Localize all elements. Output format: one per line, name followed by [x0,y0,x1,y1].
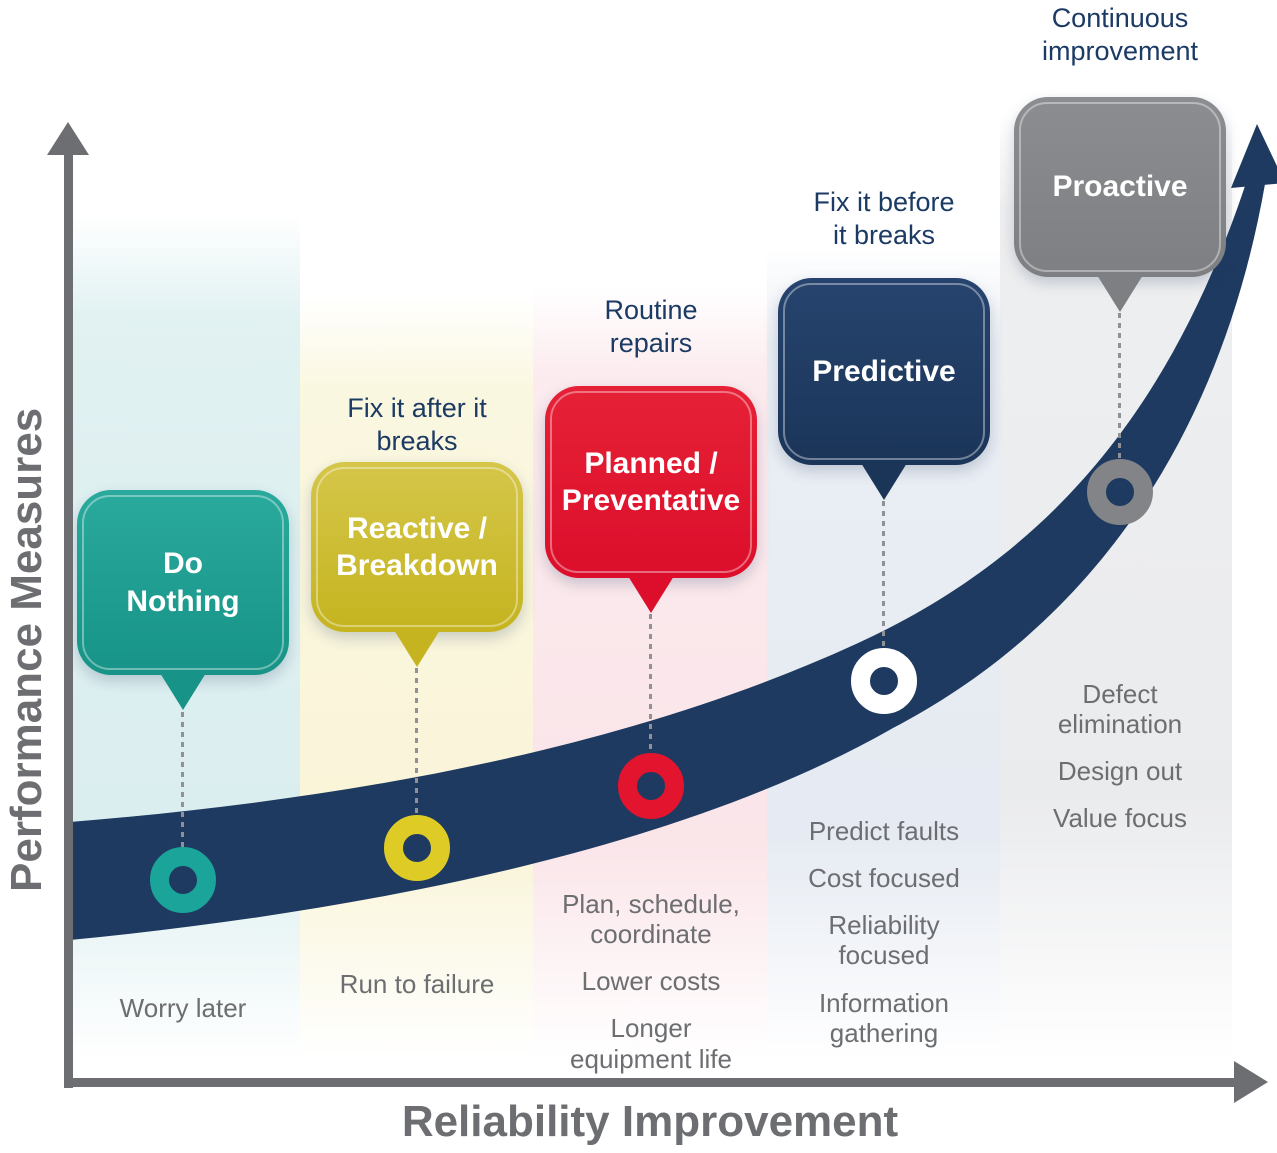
stage-bubble-label: Predictive [812,354,956,388]
connector-line [415,668,418,816]
y-axis-arrow-icon [47,122,89,155]
stage-notes: Predict faults Cost focused Reliability … [754,816,1014,1065]
bubble-tail-icon [394,630,440,667]
x-axis-arrow-icon [1234,1061,1268,1103]
stage-notes: Plan, schedule, coordinate Lower costs L… [521,889,781,1091]
bubble-tail-icon [861,463,907,500]
note: Design out [1057,756,1183,787]
stage-bubble-label: Planned / Preventative [561,446,741,517]
note: Reliability focused [828,910,940,971]
stage-marker-ring-icon [618,753,684,819]
bubble-tail-icon [628,576,674,613]
connector-line [882,501,885,648]
stage-marker-ring-icon [384,815,450,881]
stage-bubble: Do Nothing [77,490,289,675]
stage-bubble: Planned / Preventative [545,386,757,578]
connector-line [1118,313,1121,459]
bubble-tail-icon [1097,275,1143,312]
y-axis-label: Performance Measures [2,407,51,893]
stage-bubble-label: Reactive / Breakdown [336,511,498,582]
x-axis-label: Reliability Improvement [401,1097,899,1146]
bubble-tail-icon [160,673,206,710]
note: Cost focused [808,863,960,894]
stage-notes: Worry later [53,993,313,1040]
note: Longer equipment life [570,1013,732,1074]
stage-notes: Defect elimination Design out Value focu… [990,679,1250,851]
stage-caption: Routine repairs [604,295,698,358]
stage-marker-ring-icon [150,847,216,913]
note: Value focus [1053,803,1187,834]
stage-caption: Fix it after it breaks [347,393,487,456]
stage-bubble-label: Proactive [1052,170,1188,204]
stage-marker-ring-icon [1087,459,1153,525]
curve-arrowhead-icon [1231,124,1277,188]
note: Lower costs [581,966,721,997]
connector-line [181,712,184,849]
connector-line [649,614,652,753]
stage-bubble: Predictive [778,278,990,465]
note: Predict faults [808,816,960,846]
stage-bubble-label: Do Nothing [126,547,240,618]
note: Defect elimination [1057,679,1183,740]
stage-marker-ring-icon [851,648,917,714]
stage-caption: Fix it before it breaks [813,187,955,250]
note: Run to failure [339,969,495,999]
note: Plan, schedule, coordinate [562,889,740,950]
stage-bubble: Reactive / Breakdown [311,462,523,632]
note: Information gathering [818,987,950,1048]
y-axis [64,150,73,1088]
stage-bubble: Proactive [1014,97,1226,277]
stage-notes: Run to failure [287,969,547,1016]
stage-caption: Continuous improvement [1041,3,1199,66]
x-axis [64,1078,1236,1087]
note: Worry later [119,993,247,1023]
